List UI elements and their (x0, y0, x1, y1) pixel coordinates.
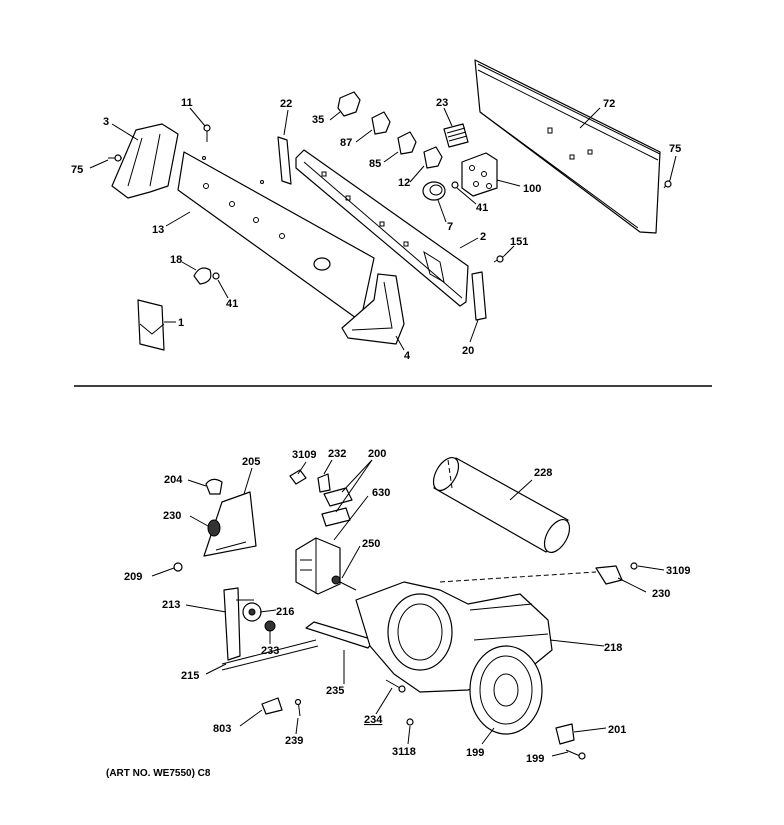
label-235: 230 (163, 510, 181, 522)
label-3109-top: 3109 (292, 449, 316, 461)
label-233: 235 (326, 685, 344, 697)
part-216-pulley (242, 602, 262, 622)
label-216: 216 (276, 606, 294, 618)
part-228-duct (432, 457, 571, 553)
part-2-bracket (295, 149, 469, 307)
part-803-clip (261, 697, 283, 715)
part-1-literature (137, 299, 165, 351)
leader-lines-bottom (151, 459, 665, 757)
label-151: 151 (510, 236, 528, 248)
label-204: 204 (164, 474, 183, 486)
callout-labels: 11 3 75 13 22 35 87 85 12 23 72 75 100 4… (71, 97, 690, 765)
part-215-belt (221, 639, 319, 671)
label-85: 85 (369, 158, 381, 170)
label-12: 12 (398, 177, 410, 189)
part-23-grille (443, 123, 469, 148)
label-215: 215 (181, 670, 199, 682)
label-205: 205 (242, 456, 260, 468)
label-20: 20 (462, 345, 474, 357)
label-250: 250 (362, 538, 380, 550)
part-199-screw (565, 749, 586, 760)
label-22: 22 (280, 98, 292, 110)
part-234-washer (264, 620, 276, 632)
label-201: 199 (466, 747, 484, 759)
part-7-knob (422, 181, 459, 201)
label-3: 3 (103, 116, 109, 128)
label-3118: 3118 (392, 746, 416, 758)
part-239-screw (294, 698, 302, 717)
label-7: 7 (447, 221, 453, 233)
label-11: 11 (181, 97, 193, 109)
part-200-clamp (555, 723, 575, 745)
label-232: 234 (364, 714, 383, 726)
label-72: 72 (603, 98, 615, 110)
part-232-screw (385, 679, 406, 693)
label-234: 233 (261, 645, 279, 657)
duct-dashed-arrow (439, 571, 597, 583)
label-100: 100 (523, 183, 541, 195)
part-3118-screw (406, 718, 414, 726)
part-213-idler (223, 587, 254, 661)
label-18: 18 (170, 254, 182, 266)
part-20-end-cap (471, 271, 487, 321)
label-4: 4 (404, 350, 411, 362)
label-41-top: 41 (476, 202, 488, 214)
part-630-motor (295, 537, 341, 595)
part-235-switch (207, 519, 221, 537)
label-200: 201 (608, 724, 626, 736)
label-3109-right: 3109 (666, 565, 690, 577)
label-218-visible: 218 (604, 642, 622, 654)
part-203-brackets (321, 487, 353, 527)
part-3109-screw (630, 562, 638, 570)
label-199-visible: 199 (526, 753, 544, 765)
label-203: 200 (368, 448, 386, 460)
label-2: 2 (480, 231, 486, 243)
screws-top (108, 124, 672, 263)
part-201-blower-wheel (469, 645, 543, 735)
part-22-end-cap (277, 136, 292, 185)
part-4-support (341, 273, 405, 345)
label-41-left: 41 (226, 298, 238, 310)
label-13: 13 (152, 224, 164, 236)
part-3109-clip (289, 469, 307, 485)
part-100-switch (461, 152, 498, 197)
label-230: 230 (652, 588, 670, 600)
label-87: 87 (340, 137, 352, 149)
knob-clips (337, 91, 443, 169)
leader-lines-top (89, 107, 677, 351)
part-72-back-panel (474, 59, 661, 234)
part-18-lens (193, 267, 220, 285)
part-13-control-panel (177, 151, 375, 319)
label-209: 209 (124, 571, 142, 583)
label-35: 35 (312, 114, 324, 126)
part-209-nut (173, 562, 183, 572)
label-239: 239 (285, 735, 303, 747)
label-803: 803 (213, 723, 231, 735)
label-75: 75 (71, 164, 83, 176)
label-1: 1 (178, 317, 184, 329)
part-237-clip (317, 473, 331, 493)
label-75-right: 75 (669, 143, 681, 155)
label-237: 232 (328, 448, 346, 460)
label-630: 630 (372, 487, 390, 499)
label-23: 23 (436, 97, 448, 109)
part-250-shaft (331, 575, 357, 591)
part-204-clip (205, 478, 223, 495)
label-228: 228 (534, 467, 552, 479)
label-213: 213 (162, 599, 180, 611)
part-230-bracket (595, 565, 623, 585)
art-number: (ART NO. WE7550) C8 (106, 768, 211, 779)
part-3-end-cap (111, 123, 179, 199)
